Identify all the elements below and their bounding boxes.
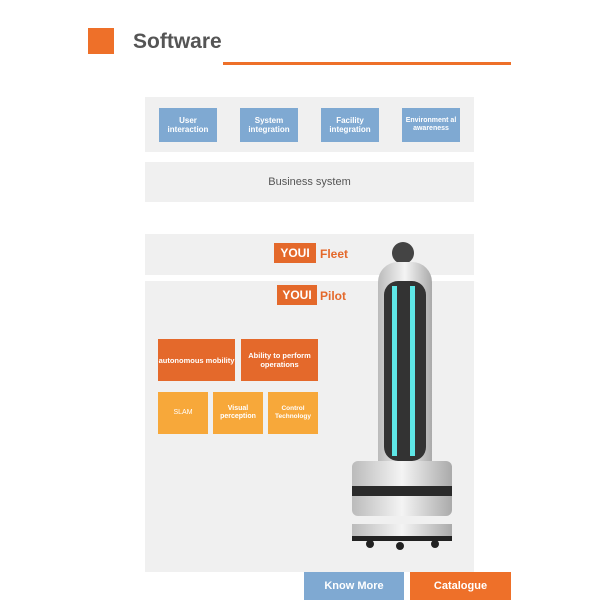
fleet-brand-tag: YOUI bbox=[274, 243, 316, 263]
environmental-awareness-box: Environment al awareness bbox=[402, 108, 460, 142]
system-integration-box: System integration bbox=[240, 108, 298, 142]
pilot-label: Pilot bbox=[320, 289, 346, 303]
robot-image bbox=[352, 242, 452, 550]
facility-integration-box: Facility integration bbox=[321, 108, 379, 142]
business-system-panel: Business system bbox=[145, 162, 474, 202]
user-interaction-box: User interaction bbox=[159, 108, 217, 142]
title-accent-square bbox=[88, 28, 114, 54]
slam-box: SLAM bbox=[158, 392, 208, 434]
title-underline bbox=[223, 62, 511, 65]
know-more-button[interactable]: Know More bbox=[304, 572, 404, 600]
visual-perception-box: Visual perception bbox=[213, 392, 263, 434]
catalogue-button[interactable]: Catalogue bbox=[410, 572, 511, 600]
autonomous-mobility-box: autonomous mobility bbox=[158, 339, 235, 381]
ability-to-perform-operations-box: Ability to perform operations bbox=[241, 339, 318, 381]
fleet-label: Fleet bbox=[320, 247, 349, 261]
pilot-brand-tag: YOUI bbox=[277, 285, 317, 305]
page-title: Software bbox=[133, 30, 222, 53]
control-technology-box: Control Technology bbox=[268, 392, 318, 434]
